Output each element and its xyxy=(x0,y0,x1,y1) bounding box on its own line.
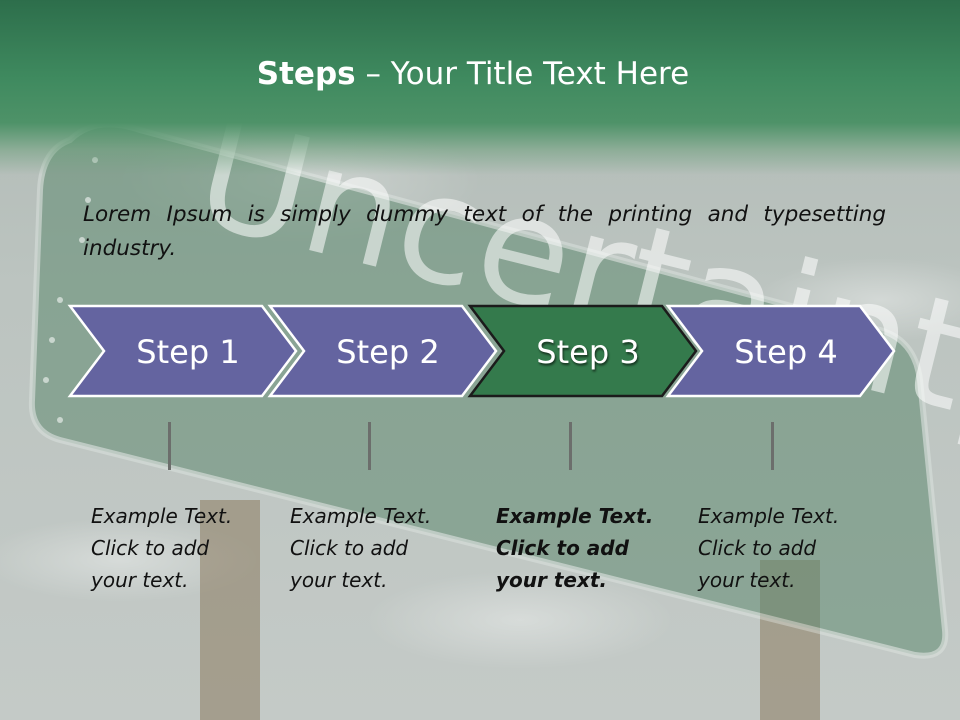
step-4-chevron xyxy=(665,304,896,398)
slide-title[interactable]: Steps – Your Title Text Here xyxy=(0,56,946,92)
step-2-chevron xyxy=(267,304,498,398)
desc-line: Click to add xyxy=(290,536,409,560)
step-2-label[interactable]: Step 2 xyxy=(336,333,440,371)
desc-line: Example Text. xyxy=(496,504,654,528)
title-bar xyxy=(0,0,960,175)
step-4-connector xyxy=(771,422,774,470)
desc-line: your text. xyxy=(698,568,796,592)
intro-paragraph[interactable]: Lorem Ipsum is simply dummy text of the … xyxy=(83,202,886,261)
step-2-connector xyxy=(368,422,371,470)
desc-line: Click to add xyxy=(91,536,210,560)
step-3-description[interactable]: Example Text. Click to add your text. xyxy=(496,500,676,596)
desc-line: Click to add xyxy=(496,536,629,560)
desc-line: Click to add xyxy=(698,536,817,560)
step-4-label[interactable]: Step 4 xyxy=(734,333,838,371)
step-1-label[interactable]: Step 1 xyxy=(136,333,240,371)
desc-line: Example Text. xyxy=(91,504,233,528)
step-4-description[interactable]: Example Text. Click to add your text. xyxy=(698,500,878,596)
desc-line: Example Text. xyxy=(698,504,840,528)
title-rest: – Your Title Text Here xyxy=(355,56,690,92)
step-2-description[interactable]: Example Text. Click to add your text. xyxy=(290,500,470,596)
step-3-connector xyxy=(569,422,572,470)
step-3-chevron xyxy=(467,304,698,398)
desc-line: your text. xyxy=(91,568,189,592)
step-1-description[interactable]: Example Text. Click to add your text. xyxy=(91,500,271,596)
step-1-chevron xyxy=(67,304,298,398)
desc-line: your text. xyxy=(290,568,388,592)
desc-line: Example Text. xyxy=(290,504,432,528)
step-3-label[interactable]: Step 3 xyxy=(536,333,640,371)
step-1-connector xyxy=(168,422,171,470)
title-bold: Steps xyxy=(256,56,356,92)
desc-line: your text. xyxy=(496,568,608,592)
